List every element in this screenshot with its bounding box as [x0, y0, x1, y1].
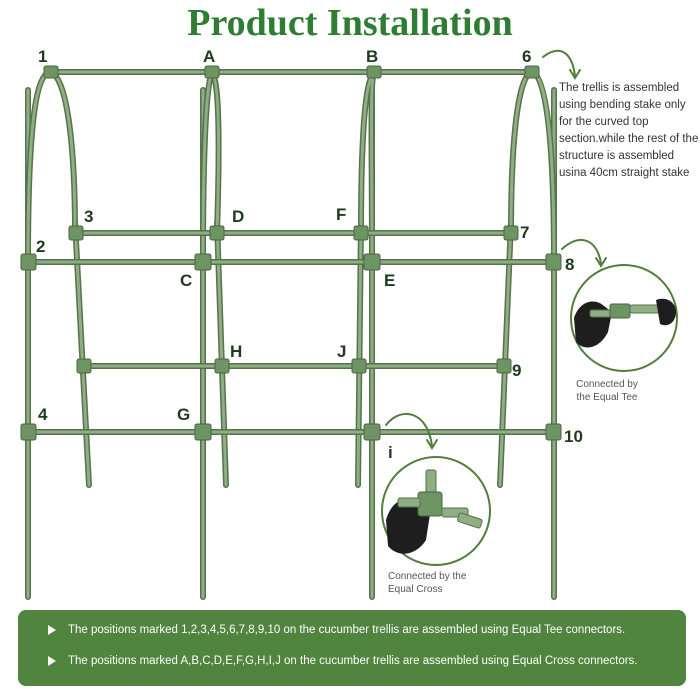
footer-line-tee: The positions marked 1,2,3,4,5,6,7,8,9,1…	[68, 624, 626, 636]
connector-5	[76, 358, 92, 374]
connector-d	[209, 225, 225, 241]
installation-note: The trellis is assembled using bending s…	[559, 82, 699, 179]
label-f: F	[336, 205, 346, 224]
label-j: J	[337, 342, 346, 361]
tee-detail	[570, 264, 678, 372]
connector-b	[366, 65, 382, 79]
label-h: H	[230, 342, 242, 361]
connector-c	[194, 253, 212, 271]
trellis-connectors	[20, 65, 562, 441]
connector-8	[545, 253, 562, 271]
page-title: Product Installation	[187, 2, 513, 44]
connector-g	[194, 423, 212, 441]
label-9: 9	[512, 361, 521, 380]
cross-detail	[381, 456, 491, 566]
label-2: 2	[36, 237, 45, 256]
cross-stake-left	[397, 497, 421, 508]
label-1: 1	[38, 47, 47, 66]
cross-stake-loose	[457, 512, 483, 529]
triangle-bullet-icon	[48, 655, 56, 666]
arrow-cross	[385, 412, 433, 447]
label-e: E	[384, 271, 395, 290]
footer-line-cross: The positions marked A,B,C,D,E,F,G,H,I,J…	[68, 655, 638, 667]
connector-h	[214, 358, 230, 374]
connector-a	[204, 65, 220, 79]
caption-equal-cross: Connected by the Equal Cross	[388, 571, 467, 595]
arrow-note	[542, 49, 576, 77]
connector-1	[43, 65, 59, 79]
connector-2	[20, 253, 37, 271]
footer-row-cross: The positions marked A,B,C,D,E,F,G,H,I,J…	[48, 654, 638, 668]
connector-f	[353, 225, 369, 241]
label-b: B	[366, 47, 378, 66]
label-g: G	[177, 405, 190, 424]
connector-9	[496, 358, 512, 374]
tee-connector-icon	[609, 303, 631, 319]
cross-stake-vertical	[425, 469, 437, 495]
position-labels: 1 A B 6 3 D F 7 2 C E 8 H J 9 4 G 10 i	[36, 47, 583, 462]
connector-i	[363, 423, 381, 441]
cross-connector-icon	[417, 491, 443, 517]
connector-j	[351, 358, 367, 374]
connector-3	[68, 225, 84, 241]
tee-stake-left	[589, 309, 613, 318]
label-d: D	[232, 207, 244, 226]
label-c: C	[180, 271, 192, 290]
arrow-tee	[561, 239, 602, 265]
pointer-arrows	[385, 49, 607, 450]
label-a: A	[203, 47, 215, 66]
label-7: 7	[520, 223, 529, 242]
label-8: 8	[565, 255, 574, 274]
footer-row-tee: The positions marked 1,2,3,4,5,6,7,8,9,1…	[48, 623, 625, 637]
label-i: i	[388, 443, 393, 462]
label-4: 4	[38, 405, 48, 424]
label-10: 10	[564, 427, 583, 446]
triangle-bullet-icon	[48, 624, 56, 635]
label-6: 6	[522, 47, 531, 66]
footer-panel: The positions marked 1,2,3,4,5,6,7,8,9,1…	[18, 610, 686, 686]
connector-4	[20, 423, 37, 441]
label-3: 3	[84, 207, 93, 226]
connector-e	[363, 253, 381, 271]
glove-right-icon	[656, 298, 676, 326]
connector-10	[545, 423, 562, 441]
trellis-rails	[25, 69, 557, 435]
caption-equal-tee: Connected by the Equal Tee	[576, 379, 638, 403]
connector-7	[503, 225, 519, 241]
connector-6	[524, 65, 540, 79]
